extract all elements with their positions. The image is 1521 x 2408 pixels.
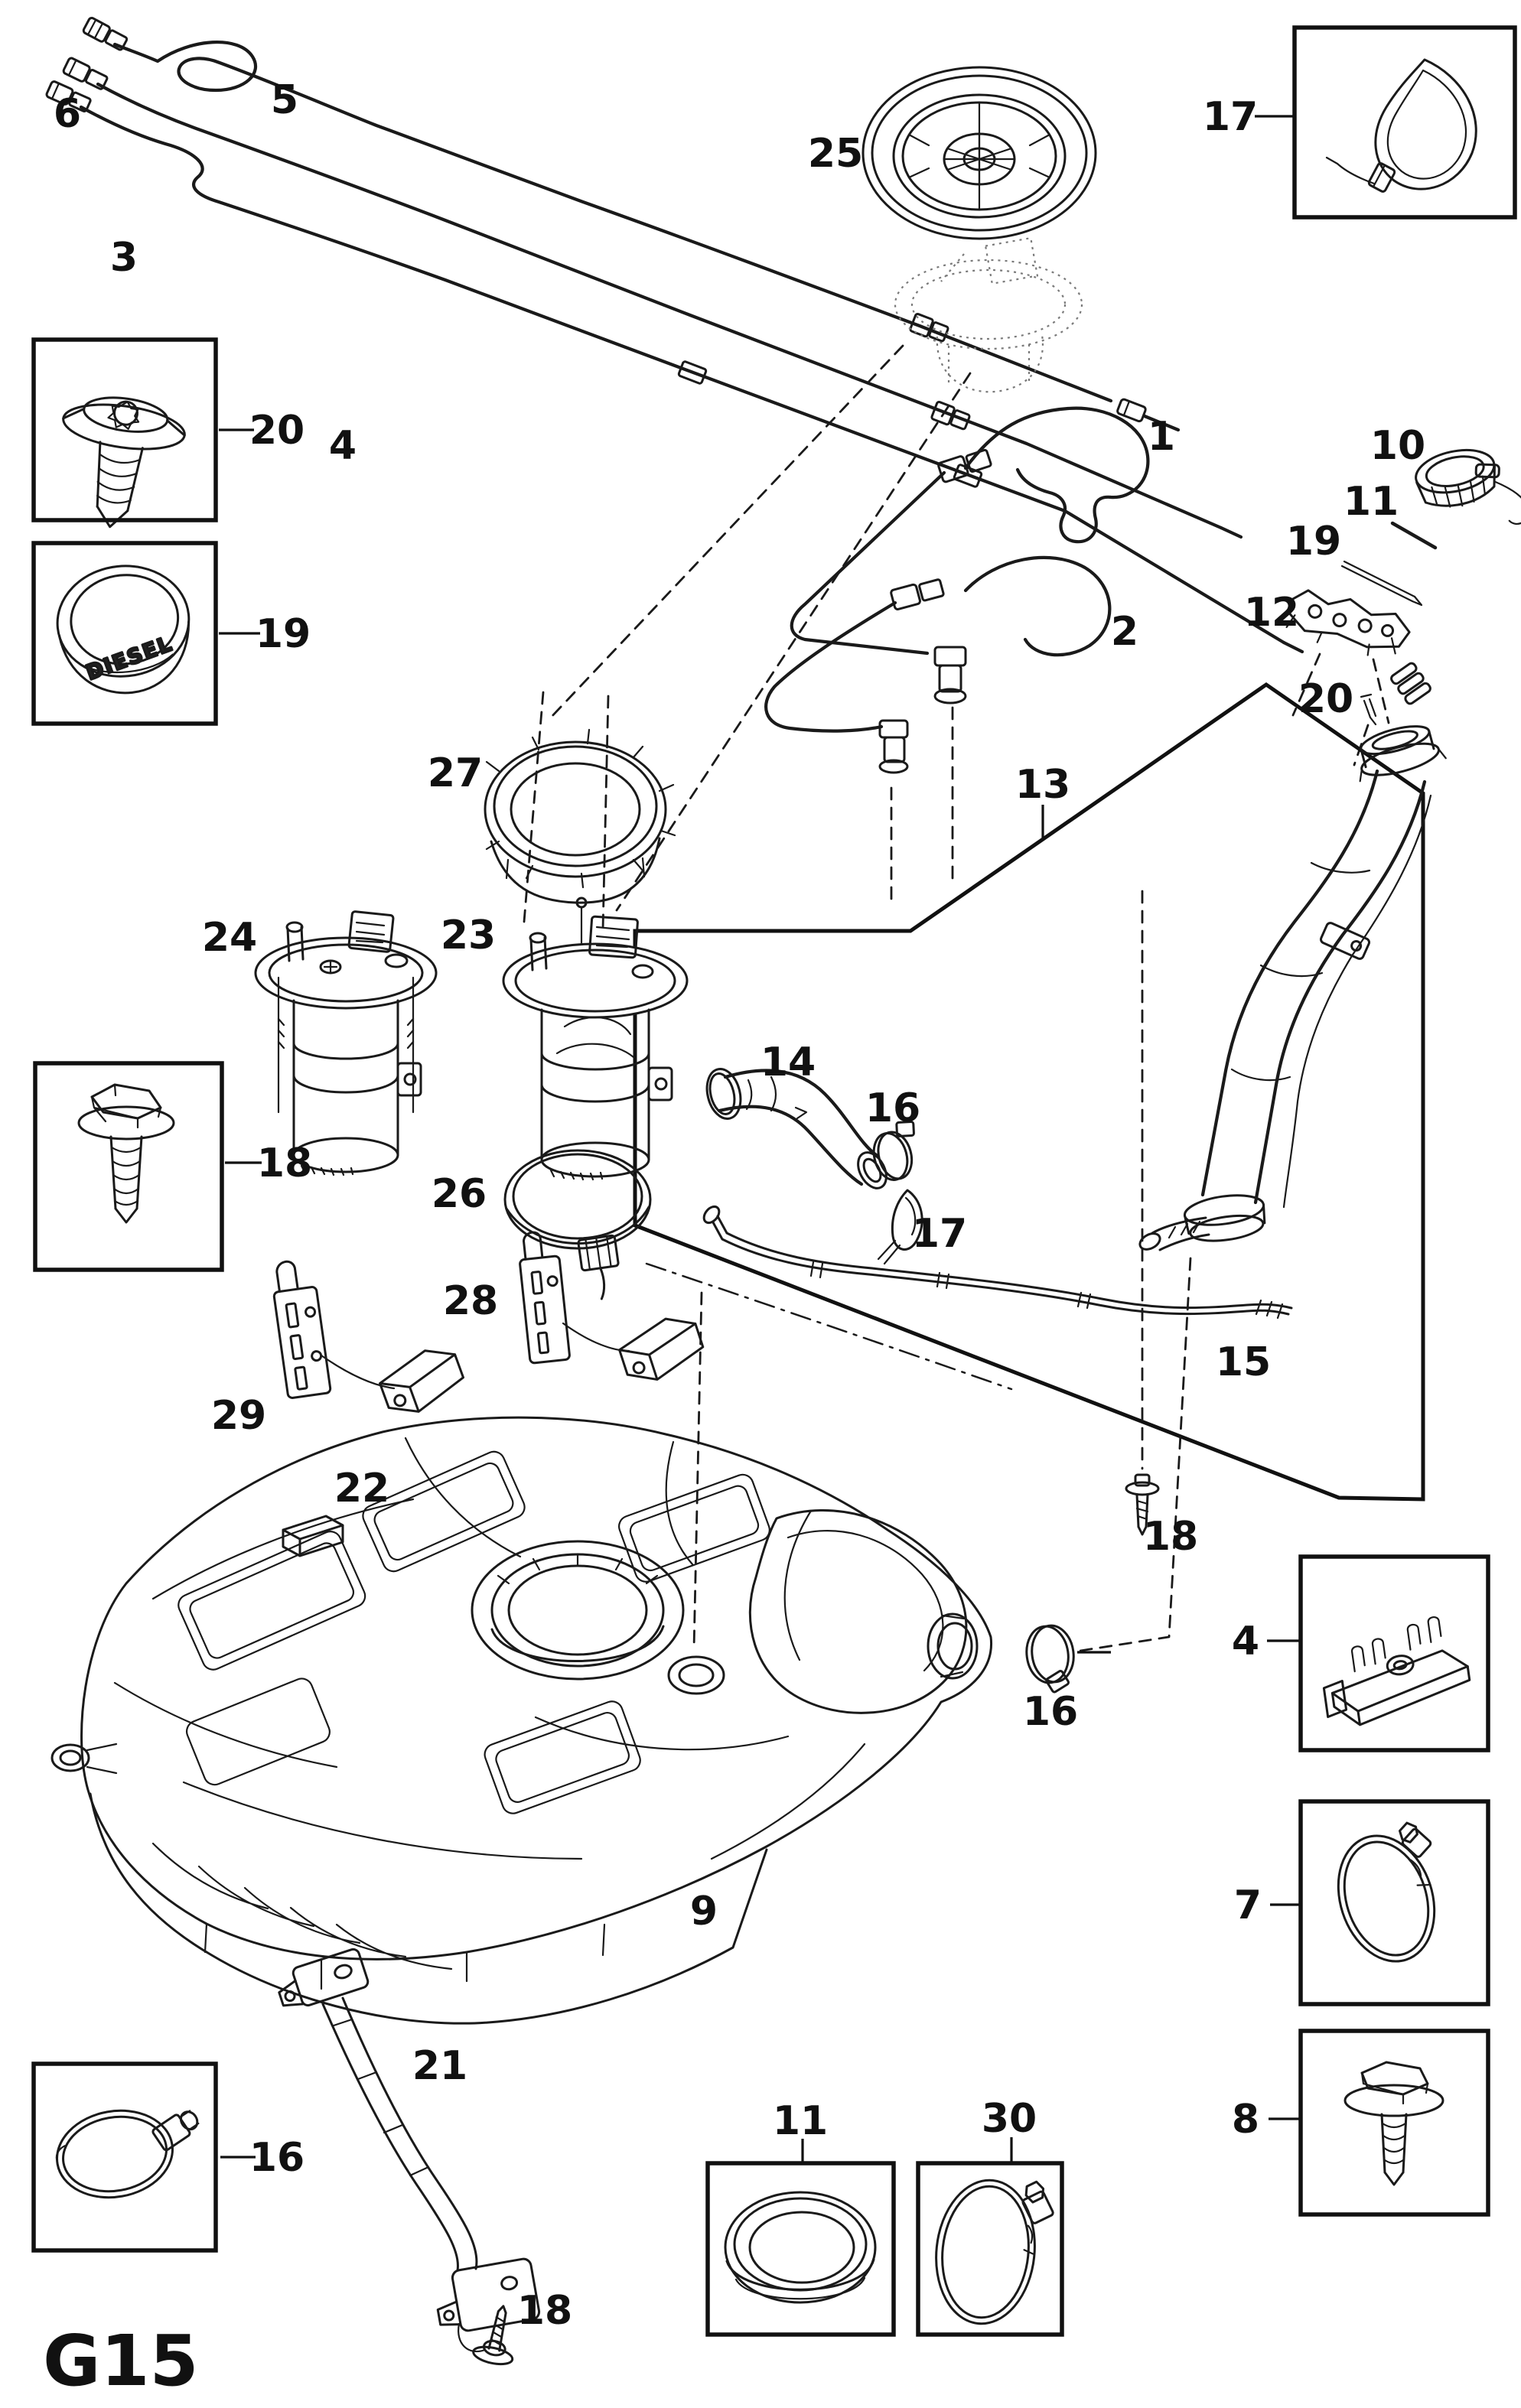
part-callout-16: 16 xyxy=(249,2135,305,2181)
part-callout-18: 18 xyxy=(257,1141,312,1186)
part16-clamp-tank xyxy=(1025,1624,1075,1694)
detail-box-clamp-16-box xyxy=(31,2061,218,2253)
part-callout-12: 12 xyxy=(1244,590,1299,636)
part1-vent-hose xyxy=(790,406,1150,705)
part-callout-19: 19 xyxy=(1286,519,1341,565)
part-detail-boxes xyxy=(31,25,1517,2337)
detail-box-bolt-8-box xyxy=(1298,2029,1490,2217)
part-callout-11: 11 xyxy=(1343,479,1399,525)
part10-fuel-cap xyxy=(1415,448,1521,525)
part12-filler-flap xyxy=(1285,589,1411,656)
ghost-sender-unit xyxy=(894,236,1083,393)
part21-tank-strap xyxy=(278,1948,541,2353)
part18-screw-bottom xyxy=(472,2305,514,2366)
part27-locking-ring xyxy=(484,728,676,904)
detail-box-clamp-30-box xyxy=(916,2161,1064,2337)
part-callout-6: 6 xyxy=(54,91,81,137)
filler-pipe-region-polygon xyxy=(633,682,1425,1502)
part23-pump-module xyxy=(502,896,689,1181)
part-callout-3: 3 xyxy=(110,235,138,281)
detail-box-cable-tie-17-box xyxy=(1292,25,1517,220)
part13-filler-pipe xyxy=(1138,662,1447,1251)
detail-box-seal-11-box xyxy=(705,2161,896,2337)
part24-pump-module xyxy=(254,910,438,1176)
part-callout-25: 25 xyxy=(808,131,863,177)
part-callout-26: 26 xyxy=(432,1171,487,1217)
part-callout-22: 22 xyxy=(334,1466,389,1512)
part-callout-11: 11 xyxy=(773,2098,828,2144)
part-callout-7: 7 xyxy=(1234,1882,1262,1928)
filler-pipe-region-outline xyxy=(633,682,1425,1502)
detail-box-bracket-4-box xyxy=(1298,1554,1490,1752)
part-callout-20: 20 xyxy=(249,408,305,454)
part-callout-28: 28 xyxy=(443,1278,498,1324)
part5-fuel-pipe xyxy=(82,16,1181,432)
part28-level-sender xyxy=(519,1231,705,1381)
part18-screw-mid xyxy=(1125,1473,1160,1536)
part-callout-18: 18 xyxy=(1143,1514,1198,1560)
detail-box-bolt-18-box xyxy=(33,1061,224,1272)
part4-bracket-detail xyxy=(1322,1616,1471,1726)
part-callout-23: 23 xyxy=(441,913,496,958)
part-callout-16: 16 xyxy=(865,1085,920,1131)
part-callout-13: 13 xyxy=(1015,762,1070,808)
part-callout-20: 20 xyxy=(1298,676,1353,722)
part19-diesel-cap-detail: DIESEL xyxy=(56,565,191,695)
part29-level-sender xyxy=(272,1260,464,1413)
detail-box-clamp-7-box xyxy=(1298,1799,1490,2006)
part17-cable-tie-mid xyxy=(877,1189,923,1265)
part-callout-15: 15 xyxy=(1216,1339,1271,1385)
part-callout-9: 9 xyxy=(690,1889,718,1935)
part11-seal-detail xyxy=(724,2191,877,2304)
part-callout-10: 10 xyxy=(1370,423,1425,469)
part16-clamp-detail xyxy=(55,2109,200,2199)
part-callout-2: 2 xyxy=(1111,609,1138,655)
part-callout-17: 17 xyxy=(912,1211,967,1257)
part-callout-16: 16 xyxy=(1023,1689,1078,1735)
region13-dashdot-line xyxy=(645,1262,1013,1391)
part20-screw-detail xyxy=(62,396,186,529)
part3-fuel-pipe xyxy=(45,80,1304,654)
part22-module xyxy=(282,1515,344,1557)
part-callout-24: 24 xyxy=(202,915,257,961)
part-callout-5: 5 xyxy=(271,77,298,123)
page-code: G15 xyxy=(43,2320,199,2402)
part-callout-8: 8 xyxy=(1232,2097,1259,2143)
part-callout-27: 27 xyxy=(428,750,483,796)
part-callout-30: 30 xyxy=(982,2096,1037,2142)
part-callout-29: 29 xyxy=(211,1393,266,1439)
part7-clamp-detail xyxy=(1337,1821,1436,1963)
part14-filler-hose xyxy=(705,1068,888,1189)
diesel-cap-text: DIESEL xyxy=(83,632,176,685)
part-callout-4: 4 xyxy=(1232,1619,1259,1664)
part8-bolt-detail xyxy=(1343,2061,1444,2186)
part18-bolt-detail xyxy=(77,1083,175,1224)
part-callout-14: 14 xyxy=(760,1040,816,1085)
part2-vent-hose xyxy=(764,555,1112,774)
part-callout-18: 18 xyxy=(517,2288,572,2334)
part-callout-17: 17 xyxy=(1203,94,1258,140)
part17-cable-tie-detail xyxy=(1325,58,1477,193)
part-callout-1: 1 xyxy=(1148,414,1175,460)
part30-clamp-detail xyxy=(935,2179,1054,2325)
part11-retainer-rod xyxy=(1390,521,1438,550)
part-callout-21: 21 xyxy=(412,2043,467,2089)
part16-clamp-mid xyxy=(872,1121,915,1181)
part-callout-19: 19 xyxy=(256,611,311,657)
part15-vent-pipe xyxy=(702,1205,1293,1320)
part25-locking-ring xyxy=(861,66,1097,240)
part20-pin xyxy=(1360,693,1377,726)
part9-fuel-tank xyxy=(50,1416,993,2025)
detail-box-screw-20-box xyxy=(31,337,218,522)
part19-rod xyxy=(1340,560,1423,607)
part-callout-4: 4 xyxy=(329,423,357,469)
detail-box-diesel-cap-19-box xyxy=(31,541,218,726)
part6-fuel-pipe xyxy=(62,57,1243,539)
alignment-dashes xyxy=(523,344,1192,1652)
